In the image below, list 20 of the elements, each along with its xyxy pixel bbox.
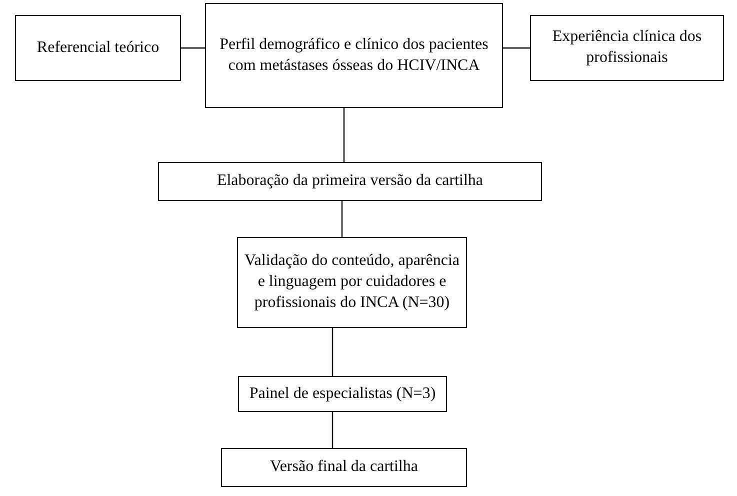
connector-line <box>332 412 334 448</box>
connector-line <box>181 47 205 49</box>
box-text: Versão final da cartilha <box>270 457 418 478</box>
connector-line <box>341 201 343 237</box>
box-text: Elaboração da primeira versão da cartilha <box>216 171 484 192</box>
box-text: Experiência clínica dos profissionais <box>551 27 703 68</box>
process-box <box>15 15 181 81</box>
process-box <box>237 237 467 328</box>
process-box <box>530 15 724 81</box>
box-text: Referencial teórico <box>36 38 160 58</box>
connector-line <box>503 47 530 49</box>
box-text: Perfil demográfico e clínico dos pacientes com metástases ósseas do HCIV/INCA <box>218 34 490 76</box>
box-text: Validação do conteúdo, aparência e linguagem por cuidadores e profissionais do INCA (N=30) <box>243 251 460 313</box>
connector-line <box>332 328 334 376</box>
process-box <box>205 3 503 108</box>
box-text: Painel de especialistas (N=3) <box>249 384 436 404</box>
process-box <box>158 162 542 201</box>
connector-line <box>343 108 345 162</box>
process-box <box>221 448 467 487</box>
process-box <box>238 376 447 412</box>
